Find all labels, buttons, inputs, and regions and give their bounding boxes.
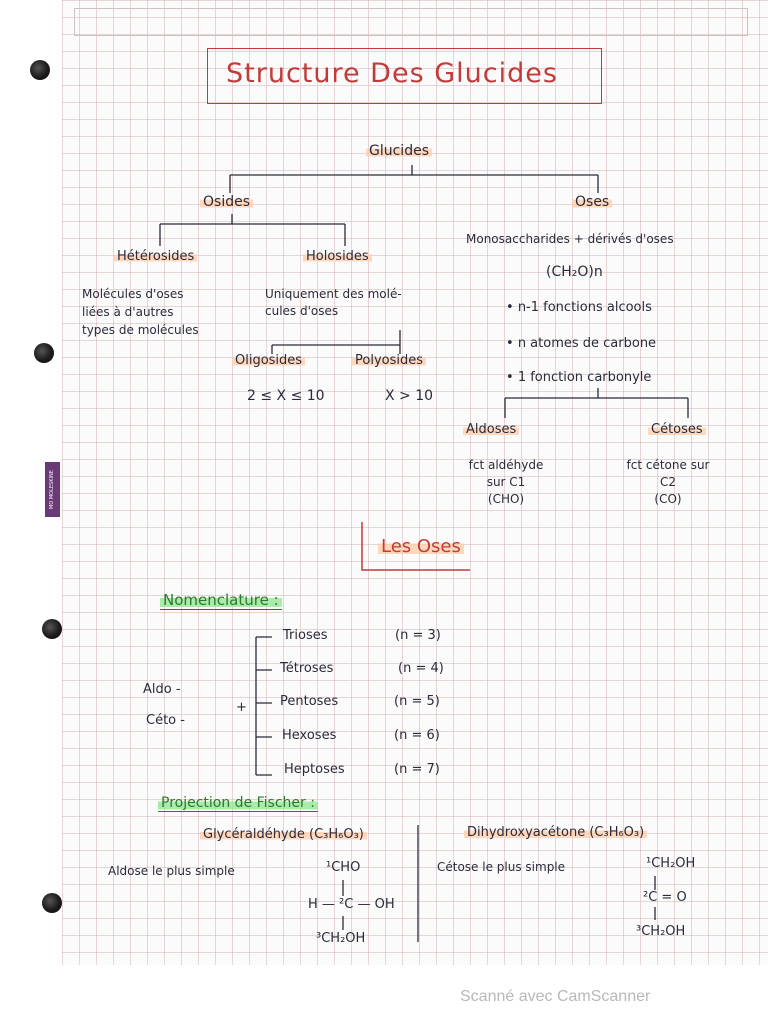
nomenclature-item-name: Tétroses: [280, 661, 334, 676]
nomenclature-item-name: Pentoses: [280, 694, 339, 709]
bullet-item: • n atomes de carbone: [506, 336, 657, 351]
polyosides-range: X > 10: [385, 388, 434, 404]
glyceraldehyde-name: Glycéraldéhyde (C₃H₆O₃): [200, 827, 367, 842]
node-polyosides: Polyosides: [352, 353, 426, 368]
node-osides: Osides: [200, 194, 253, 210]
holosides-description: Uniquement des molé- cules d'oses: [265, 287, 402, 318]
oses-description: Monosaccharides + dérivés d'oses: [466, 232, 674, 246]
binder-hole-icon: [30, 60, 50, 80]
nomenclature-item-name: Trioses: [283, 628, 328, 643]
dihydroxyacetone-name: Dihydroxyacétone (C₃H₆O₃): [464, 825, 648, 840]
node-cetoses: Cétoses: [648, 422, 706, 437]
prefix-ceto: Céto -: [146, 713, 185, 728]
nomenclature-item-n: (n = 5): [394, 694, 440, 709]
glyceraldehyde-c2: H — ²C — OH: [308, 897, 395, 912]
node-aldoses: Aldoses: [463, 422, 520, 437]
page-title: Structure Des Glucides: [226, 58, 558, 89]
nomenclature-item-n: (n = 4): [398, 661, 444, 676]
cetoses-description: fct cétone sur C2 (CO): [626, 458, 710, 506]
dihydroxyacetone-c2: ²C = O: [643, 890, 687, 905]
aldoses-description: fct aldéhyde sur C1 (CHO): [468, 458, 544, 506]
nomenclature-item-n: (n = 3): [395, 628, 441, 643]
heterosides-description: Molécules d'oses liées à d'autres types …: [82, 287, 199, 337]
node-heterosides: Hétérosides: [114, 249, 198, 264]
oligosides-range: 2 ≤ X ≤ 10: [247, 388, 325, 404]
fischer-heading: Projection de Fischer :: [158, 795, 318, 812]
glyceraldehyde-c1: ¹CHO: [326, 860, 361, 875]
plus-sign: +: [236, 700, 247, 715]
nomenclature-item-name: Hexoses: [282, 728, 337, 743]
prefix-aldo: Aldo -: [143, 682, 181, 697]
bullet-item: • 1 fonction carbonyle: [506, 370, 652, 385]
nomenclature-item-n: (n = 7): [394, 762, 440, 777]
node-glucides: Glucides: [366, 143, 432, 159]
binder-hole-icon: [34, 343, 54, 363]
glyceraldehyde-c3: ³CH₂OH: [316, 931, 366, 946]
nomenclature-item-n: (n = 6): [394, 728, 440, 743]
section-title: Les Oses: [378, 536, 464, 557]
general-formula: (CH₂O)n: [546, 264, 603, 280]
node-oses: Oses: [572, 194, 613, 210]
dihydroxyacetone-c1: ¹CH₂OH: [646, 856, 696, 871]
title-box: [207, 48, 602, 104]
dihydroxyacetone-description: Cétose le plus simple: [437, 860, 566, 874]
dihydroxyacetone-c3: ³CH₂OH: [636, 924, 686, 939]
nomenclature-heading: Nomenclature :: [160, 591, 282, 610]
binder-hole-icon: [42, 619, 62, 639]
nomenclature-item-name: Heptoses: [284, 762, 345, 777]
node-oligosides: Oligosides: [232, 353, 306, 368]
bullet-item: • n-1 fonctions alcools: [506, 300, 652, 315]
camscanner-watermark: Scanné avec CamScanner: [460, 988, 651, 1005]
top-margin-box: [74, 8, 748, 36]
glyceraldehyde-description: Aldose le plus simple: [108, 864, 235, 878]
node-holosides: Holosides: [303, 249, 372, 264]
binder-hole-icon: [42, 893, 62, 913]
